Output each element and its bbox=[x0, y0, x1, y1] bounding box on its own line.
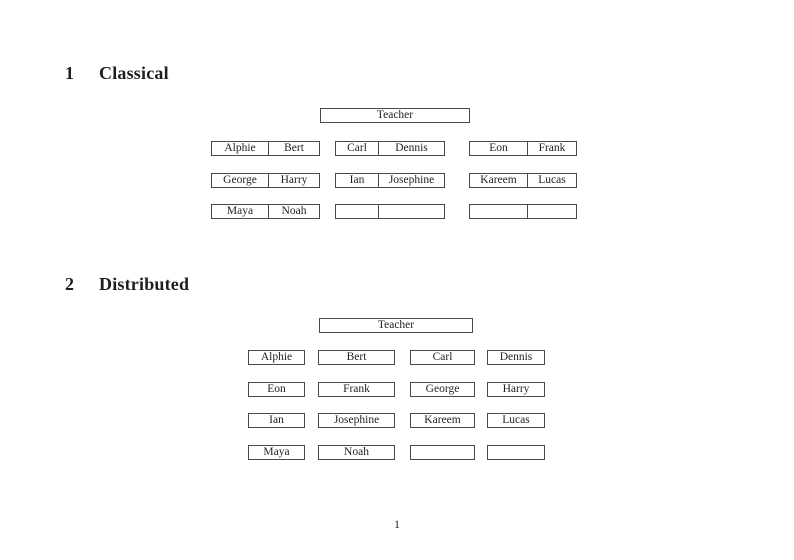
desk: Carl Dennis bbox=[335, 141, 445, 156]
student-box: George bbox=[410, 382, 475, 397]
desk: George Harry bbox=[211, 173, 320, 188]
student-box: Frank bbox=[318, 382, 395, 397]
student-name: Dennis bbox=[499, 350, 533, 363]
section-number: 2 bbox=[65, 274, 75, 294]
desk-seat: Kareem bbox=[470, 174, 528, 187]
page-number: 1 bbox=[394, 517, 400, 531]
desk-seat bbox=[470, 205, 528, 218]
desk-seat: Ian bbox=[336, 174, 379, 187]
teacher-box-classical: Teacher bbox=[320, 108, 470, 123]
student-name: Maya bbox=[263, 445, 290, 458]
teacher-label: Teacher bbox=[377, 318, 415, 331]
teacher-box-distributed: Teacher bbox=[319, 318, 473, 333]
desk-seat bbox=[528, 205, 576, 218]
student-name: Carl bbox=[432, 350, 453, 363]
student-box: Bert bbox=[318, 350, 395, 365]
student-box: Carl bbox=[410, 350, 475, 365]
student-name: Noah bbox=[344, 445, 369, 458]
section-heading-distributed: 2 Distributed bbox=[65, 274, 189, 295]
desk-seat: Alphie bbox=[212, 142, 269, 155]
desk-seat: Carl bbox=[336, 142, 379, 155]
desk: Ian Josephine bbox=[335, 173, 445, 188]
section-title: Classical bbox=[99, 63, 169, 83]
section-heading-classical: 1 Classical bbox=[65, 63, 169, 84]
desk bbox=[335, 204, 445, 219]
student-box: Eon bbox=[248, 382, 305, 397]
student-name: Kareem bbox=[424, 413, 461, 426]
desk-seat: Frank bbox=[538, 141, 566, 154]
desk-seat: Eon bbox=[470, 142, 528, 155]
student-name: Ian bbox=[269, 413, 284, 426]
desk-seat: Lucas bbox=[538, 173, 566, 186]
section-title: Distributed bbox=[99, 274, 190, 294]
student-name: Eon bbox=[267, 382, 286, 395]
desk-seat bbox=[336, 205, 379, 218]
student-box: Kareem bbox=[410, 413, 475, 428]
desk-seat: Noah bbox=[281, 204, 307, 217]
student-name: Alphie bbox=[260, 350, 293, 363]
student-box: Dennis bbox=[487, 350, 545, 365]
desk-seat: Harry bbox=[280, 173, 308, 186]
student-box: Ian bbox=[248, 413, 305, 428]
student-box: Alphie bbox=[248, 350, 305, 365]
student-name: Harry bbox=[502, 382, 530, 395]
desk: Kareem Lucas bbox=[469, 173, 577, 188]
student-box: Noah bbox=[318, 445, 395, 460]
section-number: 1 bbox=[65, 63, 75, 83]
student-box bbox=[410, 445, 475, 460]
desk bbox=[469, 204, 577, 219]
desk-seat: George bbox=[212, 174, 269, 187]
student-box: Harry bbox=[487, 382, 545, 397]
student-name: Frank bbox=[343, 382, 370, 395]
desk-seat: Dennis bbox=[395, 141, 428, 154]
student-name: George bbox=[425, 382, 460, 395]
desk: Eon Frank bbox=[469, 141, 577, 156]
desk-seat: Josephine bbox=[388, 173, 435, 186]
student-box: Maya bbox=[248, 445, 305, 460]
student-name: Lucas bbox=[502, 413, 530, 426]
student-name: Bert bbox=[346, 350, 367, 363]
desk-seat: Maya bbox=[212, 205, 269, 218]
desk: Maya Noah bbox=[211, 204, 320, 219]
student-box bbox=[487, 445, 545, 460]
desk-seat bbox=[379, 205, 444, 218]
student-box: Josephine bbox=[318, 413, 395, 428]
desk: Alphie Bert bbox=[211, 141, 320, 156]
desk-seat: Bert bbox=[284, 141, 304, 154]
student-name: Josephine bbox=[333, 413, 380, 426]
student-box: Lucas bbox=[487, 413, 545, 428]
teacher-label: Teacher bbox=[376, 108, 414, 121]
